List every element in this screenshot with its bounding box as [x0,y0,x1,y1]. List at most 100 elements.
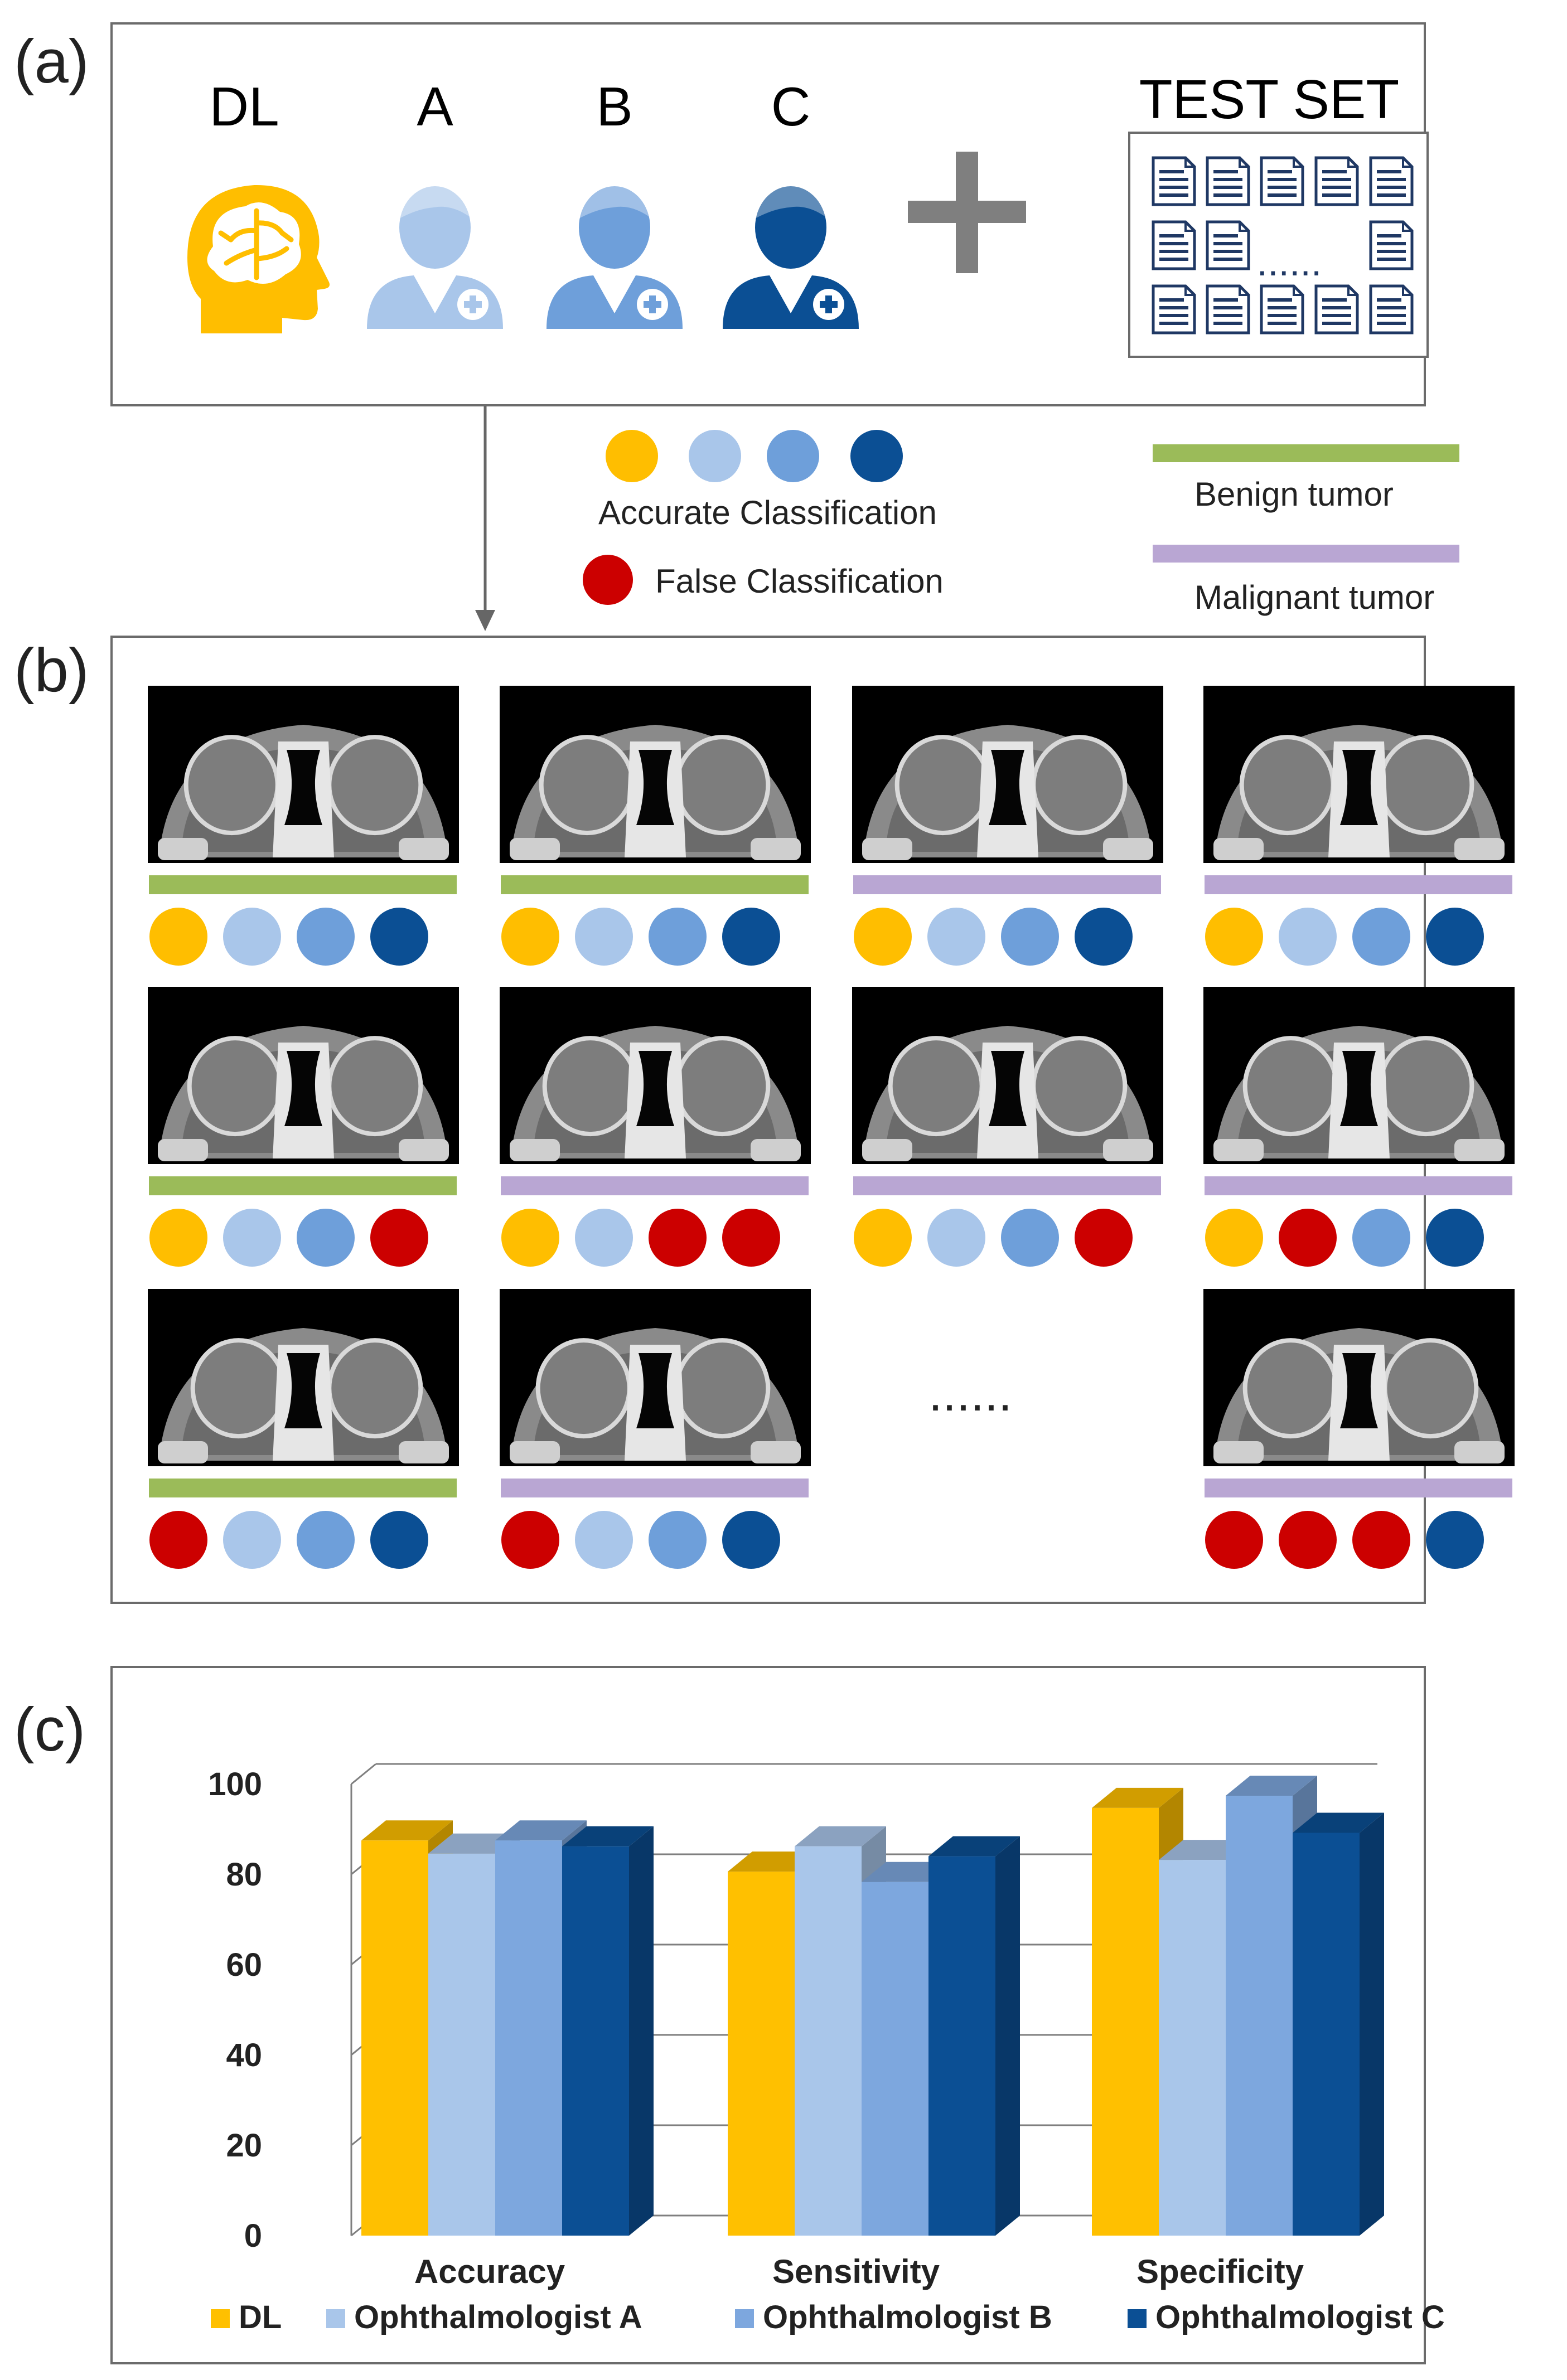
legend-benign-bar [1153,444,1459,462]
ct-nasal-cavity [636,1051,674,1126]
legend-swatch [735,2309,754,2328]
ct-right-orbit [1378,1036,1474,1137]
ct-left-orbit [894,735,991,836]
ct-bone-left [1213,1139,1264,1161]
legend-dot-a [689,430,741,482]
ct-right-orbit [1031,1036,1128,1137]
correct-classification-dot [149,908,207,966]
false-classification-dot [1205,1511,1263,1569]
correct-classification-dot [1426,1511,1484,1569]
ct-bone-right [399,1139,449,1161]
legend-correct-dots [606,430,903,482]
bar-side [1360,1812,1384,2236]
correct-classification-dot [927,1209,985,1267]
ct-nasal-cavity [284,1353,322,1428]
false-classification-dot [149,1511,207,1569]
correct-classification-dot [223,1511,281,1569]
legend-dot-c [850,430,903,482]
false-classification-dot [722,1209,780,1267]
ct-right-orbit [674,1036,771,1137]
correct-classification-dot [649,908,707,966]
bar-front [562,1846,629,2236]
correct-classification-dot [575,1209,633,1267]
document-icon [1316,286,1357,333]
bar-front [1293,1833,1360,2236]
ct-left-orbit [535,1338,632,1439]
document-icon [1153,222,1194,269]
document-icon [1207,286,1249,333]
correct-classification-dot [722,908,780,966]
flow-arrow [475,406,495,631]
bar-side [629,1826,654,2236]
bar-front [862,1882,928,2236]
bar-accuracy-3 [562,1826,654,2236]
ct-bone-left [862,838,912,860]
false-classification-dot [501,1511,559,1569]
bar-side [995,1836,1020,2236]
legend-label: DL [239,2299,282,2335]
reader-title-b: B [596,76,632,137]
document-icon [1316,158,1357,205]
ct-bone-left [1213,838,1264,860]
correct-classification-dot [649,1511,707,1569]
document-icon [1371,222,1412,269]
legend-malignant-bar [1153,545,1459,563]
correct-classification-dot [1426,908,1484,966]
document-icon [1153,158,1194,205]
bar-top [1226,1776,1317,1796]
correct-classification-dot [722,1511,780,1569]
ct-scan-image [500,1289,811,1466]
correct-classification-dot [223,908,281,966]
ct-left-orbit [183,735,280,836]
ct-bone-left [510,1139,560,1161]
bar-specificity-3 [1293,1812,1384,2236]
correct-classification-dot [370,908,428,966]
y-tick-label: 0 [244,2218,262,2254]
false-classification-dot [1279,1209,1337,1267]
ct-bone-right [751,1139,801,1161]
ct-left-orbit [1242,1338,1339,1439]
panel-b-label: (b) [14,636,89,705]
y-tick-label: 40 [226,2037,262,2073]
ct-scan-image [500,987,811,1164]
ct-scan-image [1203,686,1515,863]
ct-nasal-cavity [284,1051,322,1126]
legend-label: Ophthalmologist B [763,2299,1052,2335]
correct-classification-dot [1279,908,1337,966]
legend-benign-label: Benign tumor [1194,476,1394,513]
brain-head-icon [187,185,330,333]
plus-icon [908,152,1026,273]
bar-front [1092,1807,1159,2236]
ct-bone-right [1103,1139,1153,1161]
ct-bone-right [751,1441,801,1463]
ct-scan-image [148,686,459,863]
ct-bone-left [158,1441,208,1463]
bar-front [495,1840,562,2236]
ct-bone-left [510,1441,560,1463]
test-set-title: TEST SET [1139,69,1400,130]
ct-right-orbit [327,1338,423,1439]
ct-left-orbit [888,1036,984,1137]
document-icon [1371,158,1412,205]
bar-top [562,1826,654,1846]
correct-classification-dot [1075,908,1133,966]
case-grid [148,686,1515,1569]
malignant-tumor-bar [501,1479,809,1497]
reader-title-dl: DL [209,76,279,137]
correct-classification-dot [1205,908,1263,966]
correct-classification-dot [297,1511,355,1569]
reader-title-a: A [417,76,453,137]
false-classification-dot [370,1209,428,1267]
ct-scan-image [1203,987,1515,1164]
document-icon [1261,286,1303,333]
ct-scan-image [148,1289,459,1466]
bar-top [1293,1812,1384,1833]
gridline-depth [351,1763,376,1785]
x-category-label: Specificity [1136,2253,1304,2290]
ct-bone-right [399,1441,449,1463]
malignant-tumor-bar [1205,1479,1512,1497]
bar-front [795,1846,862,2236]
legend-false-label: False Classification [655,563,944,600]
